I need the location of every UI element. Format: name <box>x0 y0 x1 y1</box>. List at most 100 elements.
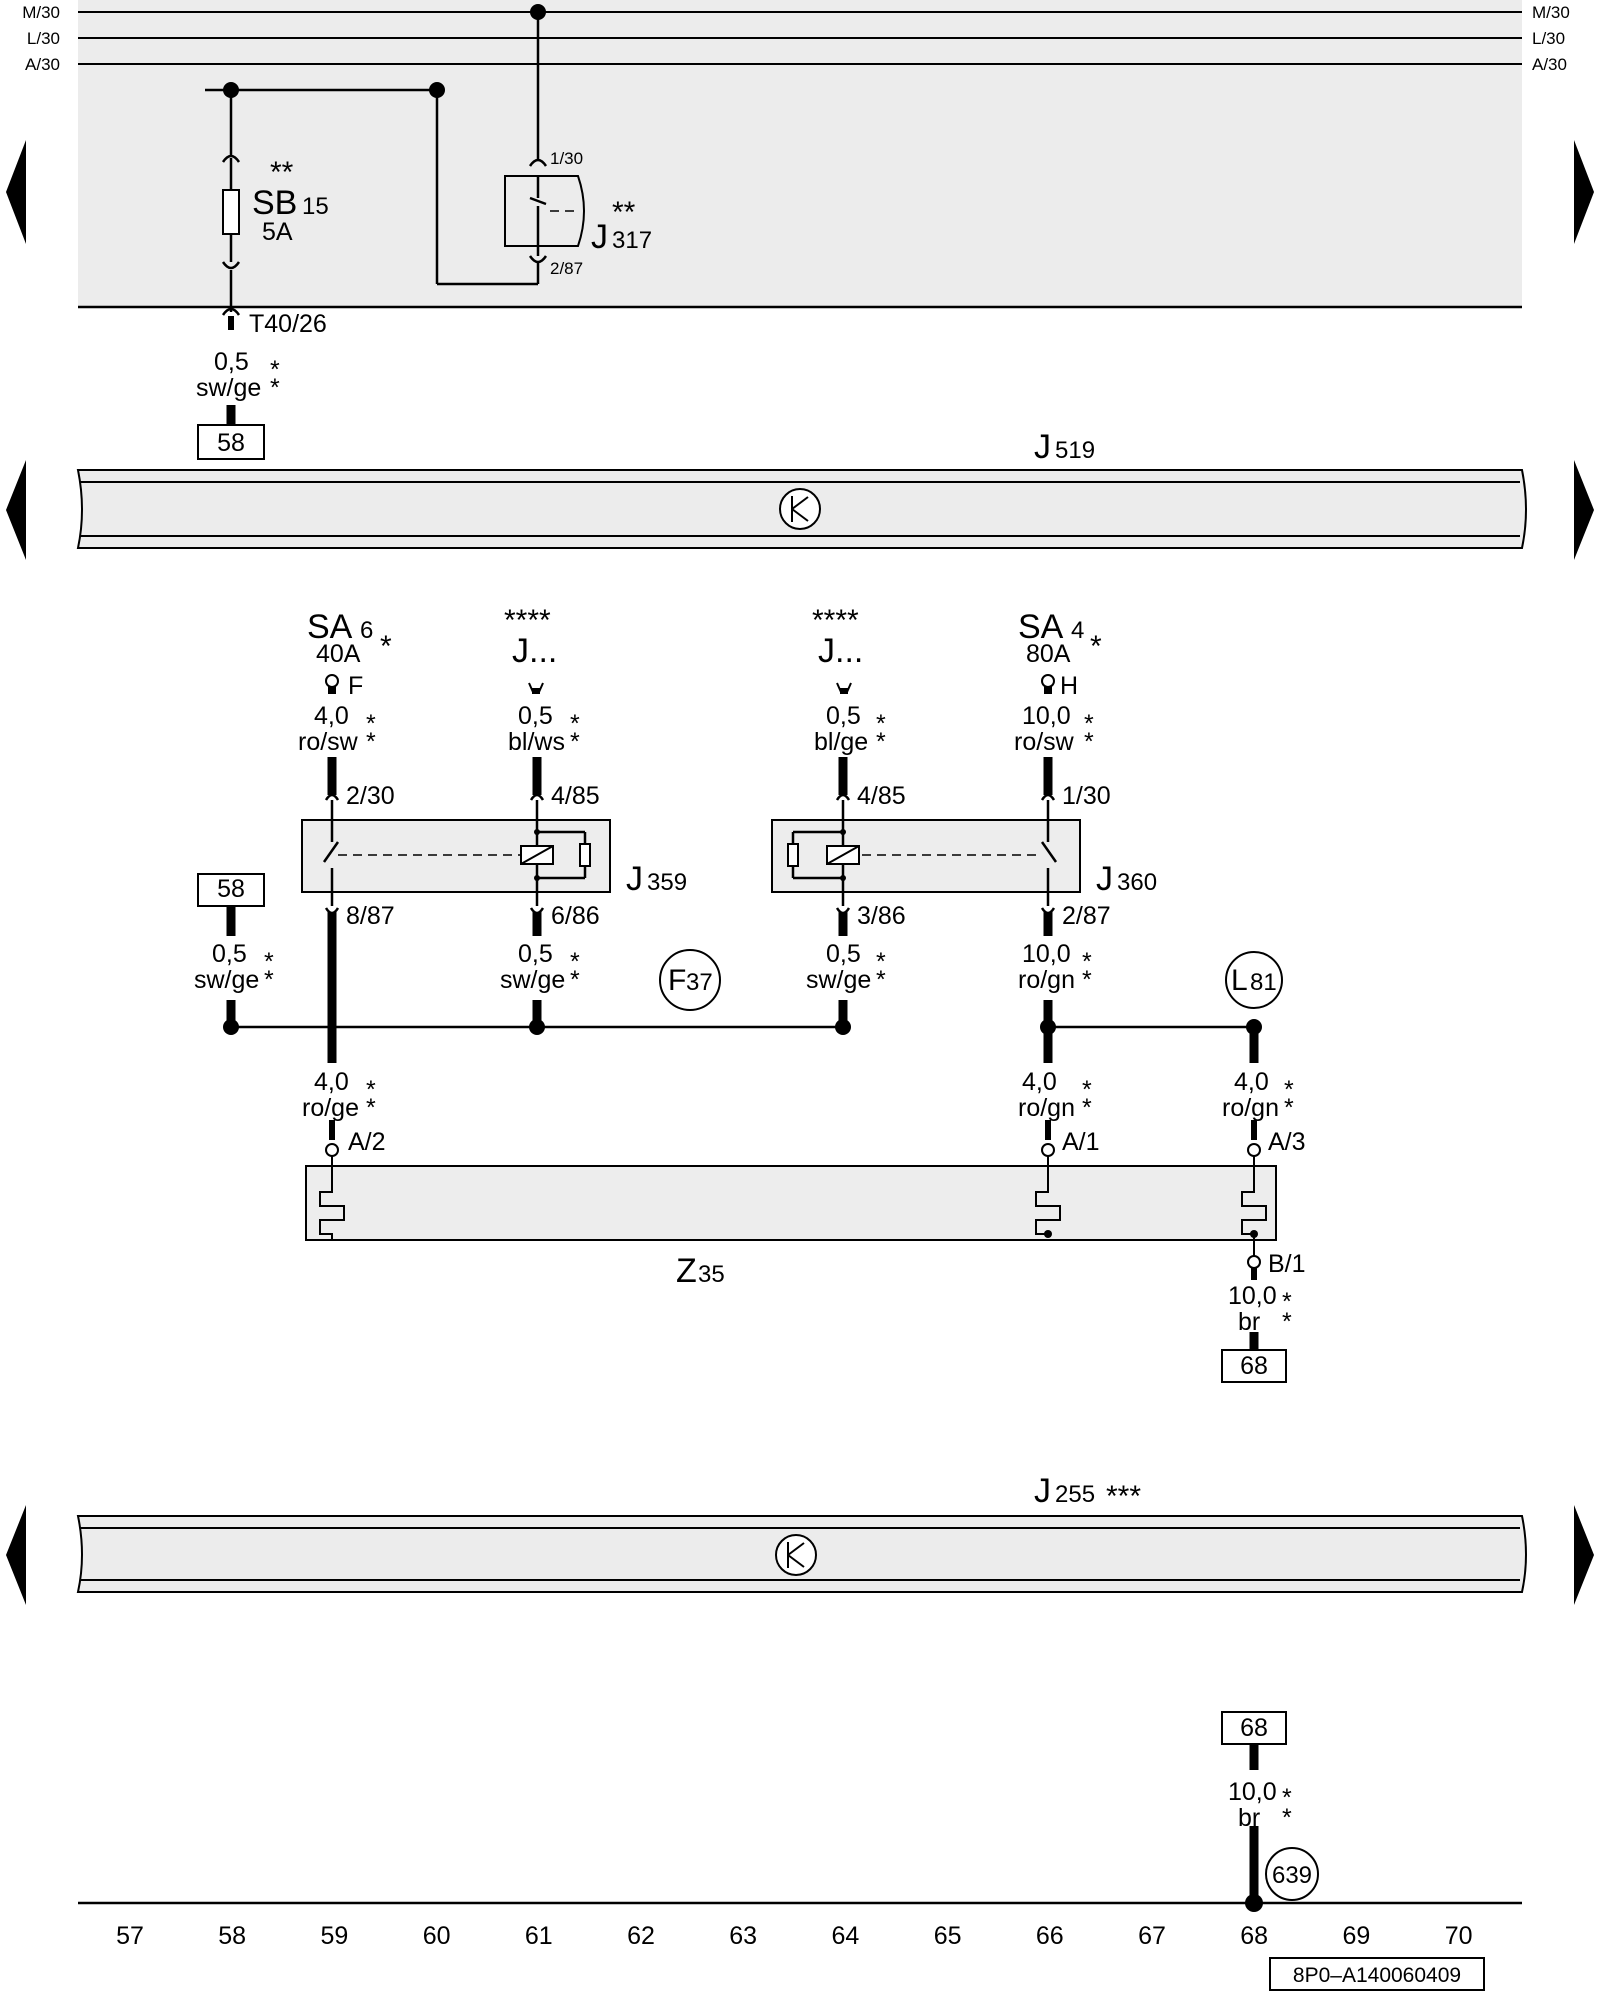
ground-point-639: 639 <box>1272 1862 1312 1889</box>
z35-index: 35 <box>698 1261 725 1288</box>
l81-ref-circle <box>1225 951 1283 1009</box>
j359-pin-8-87: 8/87 <box>346 902 395 930</box>
j317-index: 317 <box>612 227 652 254</box>
z35-feed2-star-2: * <box>1082 1094 1092 1122</box>
sb15-connector: T40/26 <box>249 310 327 338</box>
j359-coil-wire-size: 0,5 <box>518 940 553 968</box>
f37-ref-circle <box>659 949 721 1011</box>
j359-coil-star-2: * <box>570 966 580 994</box>
rail-label-right-a30: A/30 <box>1532 55 1567 74</box>
jleft-wire-color: bl/ws <box>508 728 565 756</box>
ground-639 <box>1221 1711 1319 1912</box>
jright-wire-color: bl/ge <box>814 728 868 756</box>
figure-code: 8P0–A140060409 <box>1293 1964 1461 1987</box>
j360-pin-1-30: 1/30 <box>1062 782 1111 810</box>
column-label: 58 <box>218 1922 246 1950</box>
j360-sw-star-2: * <box>1082 966 1092 994</box>
sa4-wire-size: 10,0 <box>1022 702 1071 730</box>
z35-code: Z <box>676 1252 697 1290</box>
column-label: 68 <box>1240 1922 1268 1950</box>
sa6-star-2: * <box>366 728 376 756</box>
sb15-code: SB <box>252 184 297 222</box>
j360-sw-star-1: * <box>1082 948 1092 976</box>
ground-wire-size: 10,0 <box>1228 1778 1277 1806</box>
j360-coil-star-2: * <box>876 966 886 994</box>
j255-index: 255 <box>1055 1481 1095 1508</box>
sb15-star-2: * <box>270 374 280 402</box>
j255-code: J <box>1034 1472 1051 1510</box>
j360-sw-wire-color: ro/gn <box>1018 966 1075 994</box>
left-wire-size: 0,5 <box>212 940 247 968</box>
jleft-star-1: * <box>570 710 580 738</box>
sa4-terminal: H <box>1060 672 1078 700</box>
page-prev-arrow-bus1[interactable] <box>6 460 26 560</box>
ground-star-2: * <box>1282 1804 1292 1832</box>
z35-feed3-size: 4,0 <box>1234 1068 1269 1096</box>
sa4-star: * <box>1090 630 1102 663</box>
sa6-wire-size: 4,0 <box>314 702 349 730</box>
sb15-wire-color: sw/ge <box>196 374 261 402</box>
j360-index: 360 <box>1117 869 1157 896</box>
j519-code: J <box>1034 428 1051 466</box>
figure-code-box <box>1269 1957 1485 1991</box>
j360-coil-star-1: * <box>876 948 886 976</box>
j360-coil-wire-color: sw/ge <box>806 966 871 994</box>
column-label: 70 <box>1445 1922 1473 1950</box>
sa4-code: SA <box>1018 608 1064 646</box>
z35-feed2-star-1: * <box>1082 1076 1092 1104</box>
sb15-ref-58: 58 <box>217 429 245 457</box>
feed-connector-icons <box>325 674 1055 694</box>
rail-label-left-m30: M/30 <box>22 3 60 22</box>
left-wire-star-2: * <box>264 966 274 994</box>
z35-feed1-size: 4,0 <box>314 1068 349 1096</box>
jright-star-2: * <box>876 728 886 756</box>
column-label: 62 <box>627 1922 655 1950</box>
page-next-arrow-bus2[interactable] <box>1574 1505 1594 1605</box>
sa4-wire-color: ro/sw <box>1014 728 1075 756</box>
sb15-rating: 5A <box>262 218 293 246</box>
z35-out-size: 10,0 <box>1228 1282 1277 1310</box>
page-prev-arrow-bus2[interactable] <box>6 1505 26 1605</box>
z35-feed1-color: ro/ge <box>302 1094 359 1122</box>
z35-feed3-pin: A/3 <box>1268 1128 1306 1156</box>
jright-wire-size: 0,5 <box>826 702 861 730</box>
sa6-rating: 40A <box>316 640 361 668</box>
j317-note: ** <box>612 196 636 229</box>
j519-index: 519 <box>1055 437 1095 464</box>
sa6-terminal: F <box>348 672 363 700</box>
j360-pin-3-86: 3/86 <box>857 902 906 930</box>
z35-feed2-color: ro/gn <box>1018 1094 1075 1122</box>
sa6-index: 6 <box>360 617 373 644</box>
j359-coil-wire-color: sw/ge <box>500 966 565 994</box>
rail-lines <box>78 11 1522 65</box>
sa6-star-1: * <box>366 710 376 738</box>
z35-out-pin: B/1 <box>1268 1250 1306 1278</box>
l81-code: L <box>1231 964 1248 997</box>
page-next-arrow-top[interactable] <box>1574 140 1594 244</box>
j360-code: J <box>1096 860 1113 898</box>
ground-star-1: * <box>1282 1784 1292 1812</box>
top-panel-background <box>78 0 1522 307</box>
heater-z35 <box>305 1120 1287 1383</box>
j360-coil-wire-size: 0,5 <box>826 940 861 968</box>
sa4-rating: 80A <box>1026 640 1071 668</box>
z35-out-color: br <box>1238 1308 1260 1336</box>
column-label: 57 <box>116 1922 144 1950</box>
j317-code: J <box>591 218 608 256</box>
z35-out-ref-68: 68 <box>1240 1352 1268 1380</box>
left-wire-star-1: * <box>264 948 274 976</box>
page-next-arrow-bus1[interactable] <box>1574 460 1594 560</box>
sa4-index: 4 <box>1071 617 1084 644</box>
bus-j519 <box>76 469 1527 549</box>
page-prev-arrow-top[interactable] <box>6 140 26 244</box>
j359-pin-2-30: 2/30 <box>346 782 395 810</box>
column-label: 59 <box>320 1922 348 1950</box>
jright-label: J... <box>818 632 863 670</box>
relay-j360 <box>771 819 1081 893</box>
l81-index: 81 <box>1250 969 1277 996</box>
z35-out-star-2: * <box>1282 1308 1292 1336</box>
j317-pin-bottom: 2/87 <box>550 259 583 278</box>
sa4-star-1: * <box>1084 710 1094 738</box>
relay-j317 <box>504 4 585 264</box>
